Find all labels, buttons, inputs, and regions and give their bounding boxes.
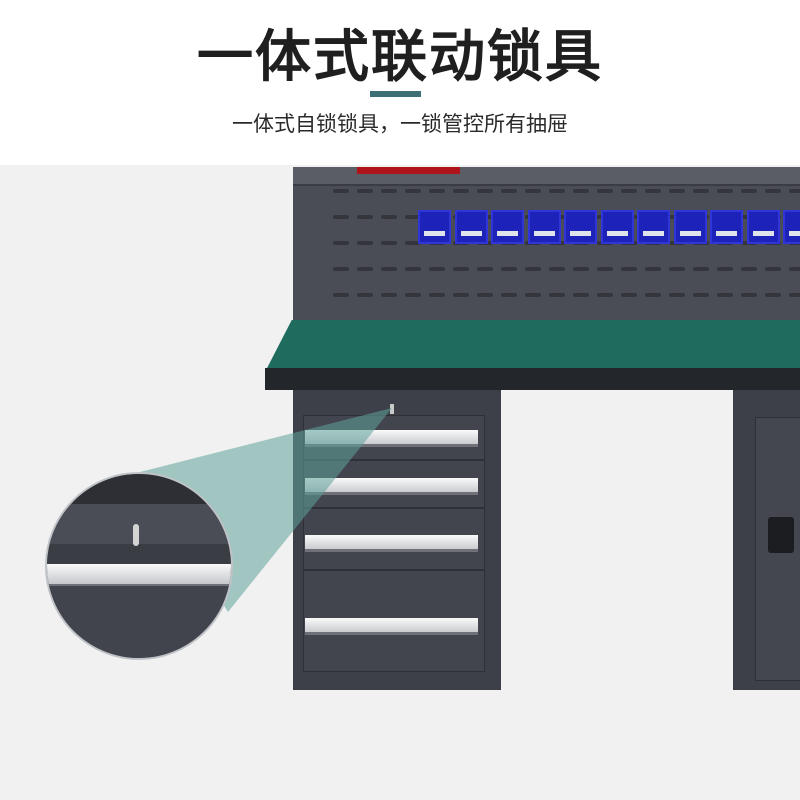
- pegboard-slot: [621, 293, 637, 297]
- pegboard-slot: [501, 267, 517, 271]
- pegboard-slot: [477, 267, 493, 271]
- pegboard-slot: [429, 293, 445, 297]
- pegboard-slot: [357, 241, 373, 245]
- pegboard-slot: [381, 215, 397, 219]
- pegboard-slot: [453, 293, 469, 297]
- parts-bin: [418, 210, 451, 244]
- parts-bin: [710, 210, 743, 244]
- key-icon: [133, 524, 139, 546]
- pegboard-slot: [693, 267, 709, 271]
- pegboard-slot: [621, 189, 637, 193]
- pegboard-slot: [405, 241, 421, 245]
- pegboard-slot: [741, 293, 757, 297]
- pegboard-slot: [765, 189, 781, 193]
- pegboard-slot: [573, 267, 589, 271]
- pegboard-slot: [525, 189, 541, 193]
- red-items-on-shelf: [357, 167, 460, 174]
- pegboard-slot: [621, 267, 637, 271]
- pegboard-slot: [453, 189, 469, 193]
- accent-divider: [370, 91, 421, 97]
- pegboard-slot: [381, 293, 397, 297]
- pegboard-slot: [693, 189, 709, 193]
- pegboard-slot: [741, 267, 757, 271]
- pegboard-slot: [429, 267, 445, 271]
- green-tabletop: [265, 320, 800, 372]
- parts-bin: [783, 210, 800, 244]
- pegboard-slot: [525, 293, 541, 297]
- pegboard-slot: [501, 293, 517, 297]
- pegboard-slot: [501, 189, 517, 193]
- pegboard-slot: [429, 189, 445, 193]
- pegboard-slot: [477, 293, 493, 297]
- pegboard-slot: [597, 189, 613, 193]
- pegboard-slot: [477, 189, 493, 193]
- pegboard-slot: [717, 189, 733, 193]
- pegboard-slot: [525, 267, 541, 271]
- pegboard-slot: [669, 293, 685, 297]
- pegboard-slot: [381, 241, 397, 245]
- pegboard-slot: [333, 215, 349, 219]
- parts-bin: [491, 210, 524, 244]
- pegboard-slot: [381, 267, 397, 271]
- pegboard-slot: [549, 293, 565, 297]
- pegboard-slot: [357, 215, 373, 219]
- pegboard-slot: [789, 267, 800, 271]
- pegboard-slot: [357, 189, 373, 193]
- pegboard-slot: [405, 293, 421, 297]
- pegboard-slot: [357, 267, 373, 271]
- pegboard-slot: [405, 267, 421, 271]
- pegboard-slot: [741, 189, 757, 193]
- pegboard-slot: [693, 293, 709, 297]
- pegboard-slot: [453, 267, 469, 271]
- pegboard-slot: [549, 189, 565, 193]
- parts-bin: [673, 210, 707, 244]
- pegboard-slot: [717, 267, 733, 271]
- drawer-handle: [305, 618, 478, 635]
- pegboard-slot: [333, 189, 349, 193]
- parts-bin: [637, 210, 670, 244]
- pegboard-slot: [405, 215, 421, 219]
- pegboard-slot: [597, 267, 613, 271]
- parts-bin: [600, 210, 634, 244]
- drawer-handle: [305, 478, 478, 495]
- key-lock-icon: [390, 404, 394, 414]
- pegboard-slot: [405, 189, 421, 193]
- tabletop-front-edge: [265, 368, 800, 390]
- pegboard-slot: [789, 293, 800, 297]
- parts-bin: [527, 210, 561, 244]
- pegboard-slot: [645, 293, 661, 297]
- pegboard-slot: [333, 293, 349, 297]
- pegboard-slot: [333, 241, 349, 245]
- pegboard-slot: [573, 293, 589, 297]
- pegboard-slot: [645, 189, 661, 193]
- pegboard-slot: [549, 267, 565, 271]
- pegboard-slot: [357, 293, 373, 297]
- pegboard-slot: [597, 293, 613, 297]
- pegboard-slot: [573, 189, 589, 193]
- page-subtitle: 一体式自锁锁具，一锁管控所有抽屉: [232, 112, 568, 136]
- pegboard-slot: [717, 293, 733, 297]
- pegboard-slot: [765, 267, 781, 271]
- pegboard-slot: [669, 189, 685, 193]
- parts-bin: [564, 210, 597, 244]
- door-lock-handle-icon: [768, 517, 794, 553]
- parts-bin: [746, 210, 780, 244]
- drawer-handle: [305, 535, 478, 552]
- lock-detail-magnifier: [45, 472, 233, 660]
- pegboard-slot: [645, 267, 661, 271]
- pegboard-slot: [381, 189, 397, 193]
- pegboard-slot: [333, 267, 349, 271]
- parts-bin: [454, 210, 488, 244]
- pegboard-slot: [789, 189, 800, 193]
- pegboard-slot: [765, 293, 781, 297]
- pegboard-slot: [669, 267, 685, 271]
- page-title: 一体式联动锁具: [197, 25, 603, 90]
